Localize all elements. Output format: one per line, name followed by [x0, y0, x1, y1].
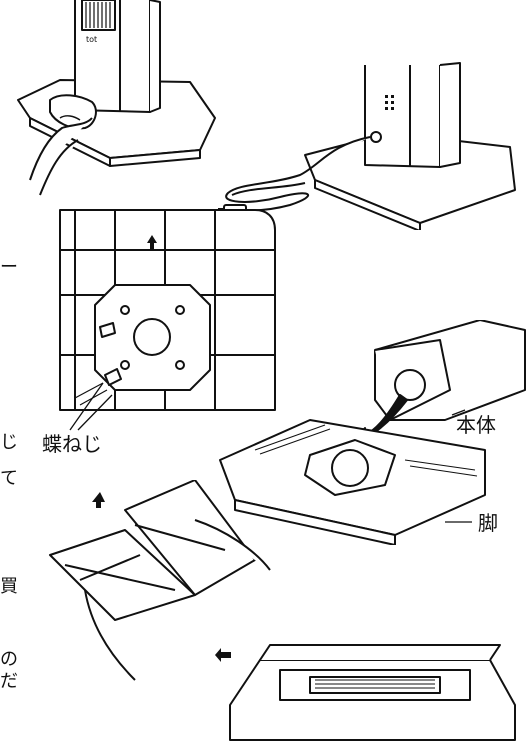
unit-brand-mark: tot — [86, 35, 97, 44]
illustration-attach-body — [219, 320, 526, 545]
label-main-body: 本体 — [456, 413, 496, 437]
illustration-holding-stand — [49, 480, 271, 681]
illustration-stand-underside — [59, 209, 276, 411]
label-wing-screws: 蝶ねじ — [42, 432, 102, 456]
edge-text-1: ー — [0, 257, 18, 278]
illustration-packing-box — [229, 644, 516, 741]
edge-text-4: 買 — [0, 576, 18, 597]
edge-text-2: じ — [0, 432, 18, 453]
illustration-power-cord — [218, 62, 516, 230]
illustration-wiping-base: tot — [17, 0, 216, 196]
edge-text-3: て — [0, 468, 18, 489]
edge-text-6: だ — [0, 671, 18, 692]
edge-text-5: の — [0, 649, 18, 670]
label-stand-leg: 脚 — [478, 511, 498, 535]
